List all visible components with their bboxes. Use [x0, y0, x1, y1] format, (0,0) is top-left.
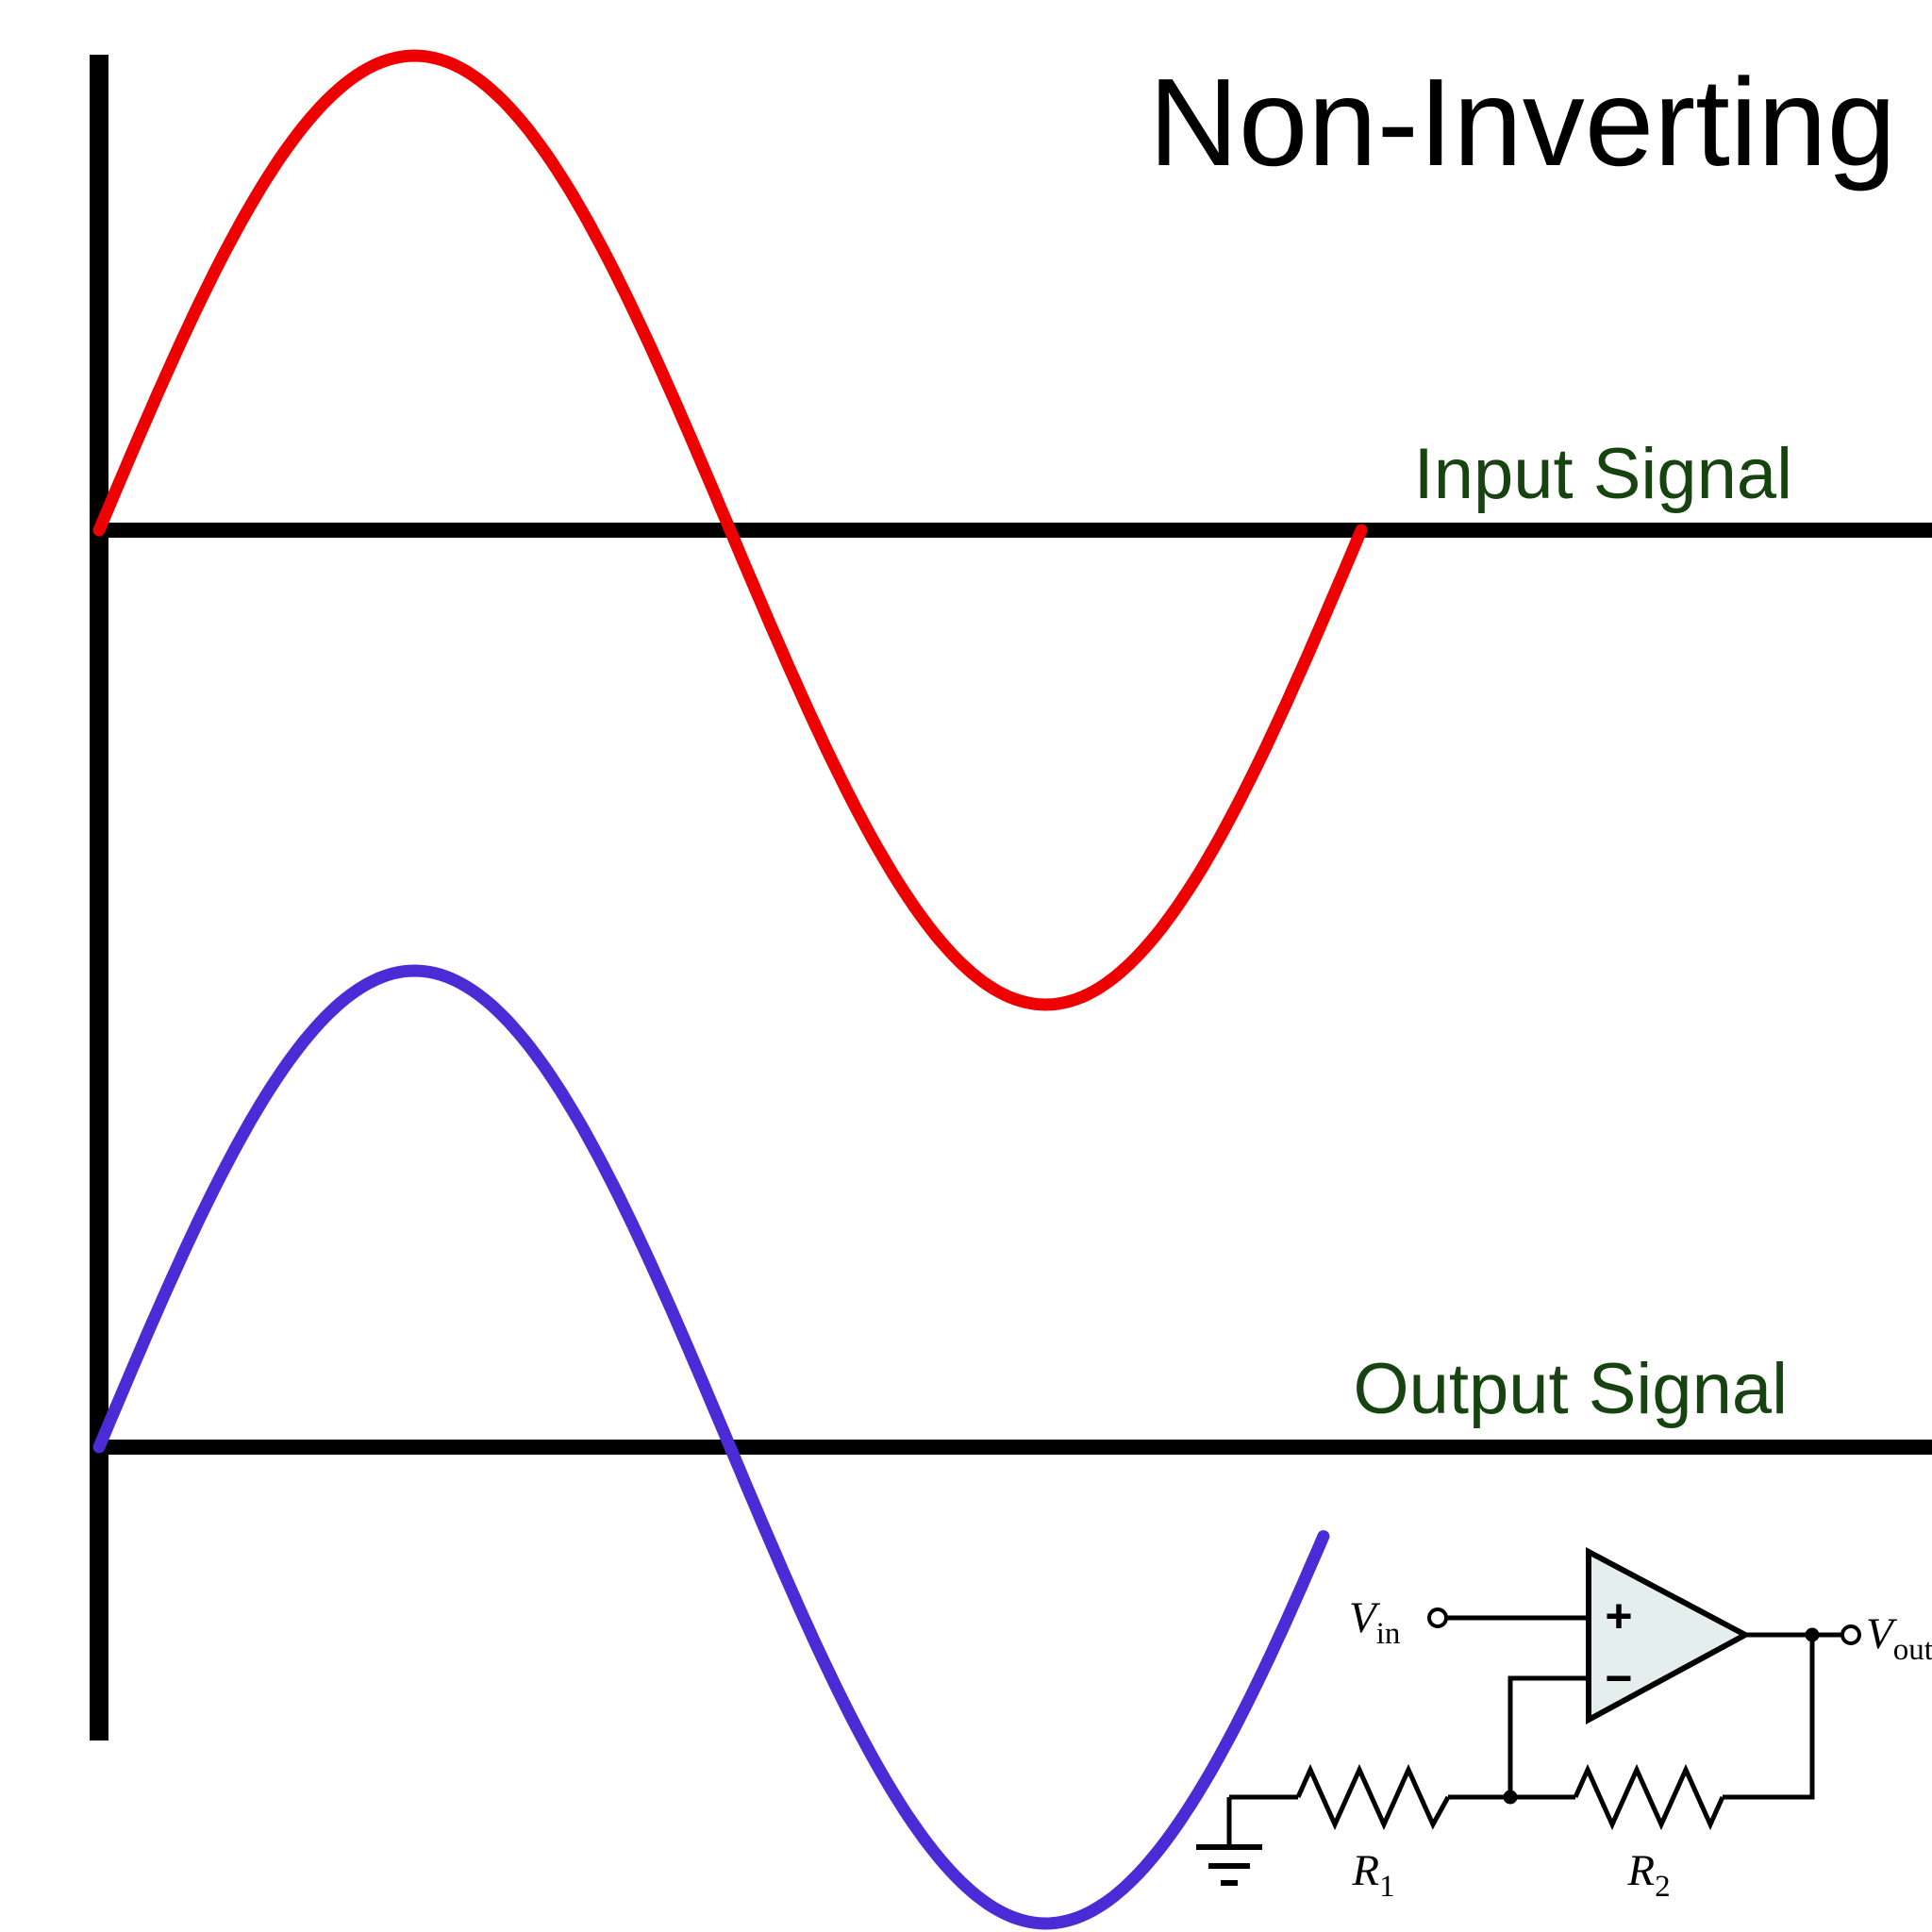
inverting-input-wire — [1507, 1675, 1589, 1797]
vin-terminal-circle — [1427, 1607, 1448, 1628]
opamp-minus-sign: − — [1605, 1652, 1632, 1705]
r2-label: R2 — [1626, 1846, 1670, 1904]
opamp-plus-sign: + — [1605, 1590, 1632, 1642]
vin-label-main: V — [1349, 1593, 1381, 1642]
vin-label: Vin — [1349, 1593, 1400, 1651]
output-signal-wave — [92, 964, 1330, 1930]
resistor-r2-symbol — [1573, 1763, 1725, 1831]
input-signal-label: Input Signal — [1414, 434, 1792, 514]
r1-label-main: R — [1351, 1846, 1379, 1895]
vout-label: Vout — [1866, 1609, 1932, 1667]
feedback-wire — [1723, 1635, 1815, 1800]
opamp-circuit: + − Vin Vout R1 — [1196, 1547, 1932, 1904]
rail-junction-dot — [1503, 1790, 1518, 1805]
vout-label-main: V — [1866, 1609, 1898, 1658]
vin-label-sub: in — [1376, 1617, 1401, 1651]
r1-label: R1 — [1351, 1846, 1394, 1904]
page-title: Non-Inverting — [1149, 53, 1896, 192]
input-signal-wave — [92, 49, 1368, 1011]
vout-label-sub: out — [1893, 1633, 1932, 1667]
opamp-triangle — [1586, 1547, 1752, 1725]
vout-terminal-circle — [1840, 1624, 1861, 1645]
output-signal-label: Output Signal — [1353, 1349, 1788, 1429]
resistor-r1-symbol — [1295, 1763, 1451, 1831]
r2-label-main: R — [1626, 1846, 1655, 1895]
r1-label-sub: 1 — [1379, 1870, 1395, 1904]
r2-label-sub: 2 — [1655, 1870, 1671, 1904]
ground-icon — [1196, 1844, 1262, 1886]
